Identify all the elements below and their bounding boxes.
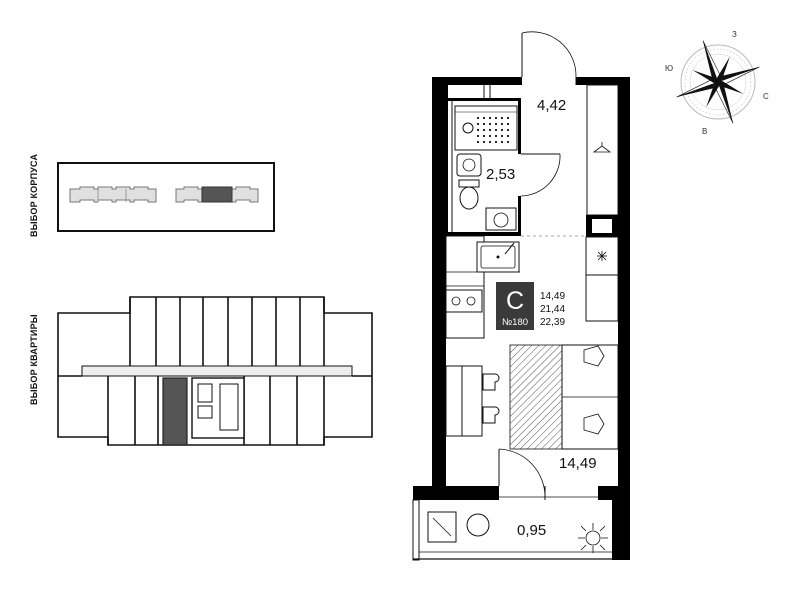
building-selected[interactable]	[201, 186, 233, 203]
room-area-living: 14,49	[559, 455, 597, 472]
apartment-type-letter: С	[506, 287, 524, 315]
apartment-number: №180	[502, 317, 528, 328]
compass-rose-icon: З С В Ю	[665, 30, 769, 136]
apartment-plan	[412, 31, 630, 561]
apartment-badge: С №180	[496, 282, 534, 330]
building-selector	[57, 162, 275, 232]
area-living: 14,49	[540, 291, 565, 302]
compass-east: В	[702, 127, 707, 136]
selected-apartment-marker[interactable]	[162, 377, 188, 446]
floor-key-plan	[57, 296, 373, 446]
building-group-right[interactable]	[175, 186, 259, 203]
apartment-select-label: ВЫБОР КВАРТИРЫ	[29, 314, 39, 405]
room-area-bathroom: 2,53	[486, 166, 515, 183]
area-total-with-balcony: 22,39	[540, 317, 565, 328]
room-area-hallway: 4,42	[537, 97, 566, 114]
compass-north: С	[763, 92, 769, 101]
building-group-left[interactable]	[69, 186, 157, 203]
compass-west: З	[732, 30, 737, 39]
area-total: 21,44	[540, 304, 565, 315]
building-select-label: ВЫБОР КОРПУСА	[29, 153, 39, 237]
compass-south: Ю	[665, 64, 673, 73]
room-area-balcony: 0,95	[517, 522, 546, 539]
